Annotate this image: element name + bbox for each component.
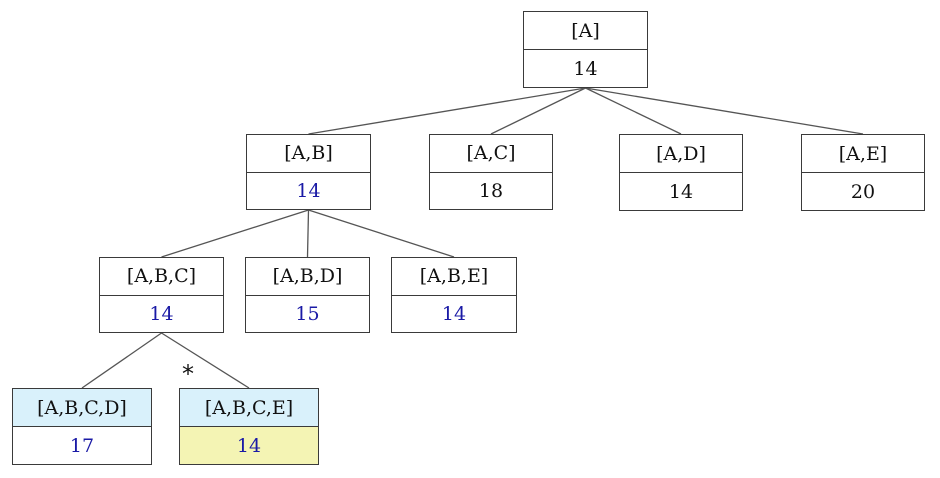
node-cost: 14: [149, 302, 174, 325]
node-a-b: [A,B] 14: [246, 134, 371, 210]
node-label: [A,E]: [802, 135, 924, 173]
node-a-b-e: [A,B,E] 14: [391, 257, 517, 333]
node-a-b-c: [A,B,C] 14: [99, 257, 224, 333]
edge-ab-abe: [308, 209, 455, 258]
node-label: [A,B]: [247, 135, 370, 173]
node-label: [A]: [524, 12, 647, 50]
node-cost: 14: [296, 179, 321, 202]
edge-a-ac: [490, 87, 586, 135]
edge-a-ae: [585, 87, 864, 135]
node-cost: 14: [573, 57, 598, 80]
node-cost: 18: [478, 179, 504, 202]
node-label: [A,B,D]: [246, 258, 369, 296]
optimal-marker: *: [182, 360, 194, 388]
node-cost: 20: [850, 180, 876, 203]
node-label: [A,D]: [620, 135, 742, 173]
edge-abc-abcd: [81, 332, 162, 389]
edge-abc-abce: [161, 332, 250, 389]
node-label: [A,B,C,D]: [13, 389, 151, 427]
node-a-d: [A,D] 14: [619, 134, 743, 211]
node-cost: 15: [295, 302, 320, 325]
node-label: [A,B,E]: [392, 258, 516, 296]
node-a-b-d: [A,B,D] 15: [245, 257, 370, 333]
node-a: [A] 14: [523, 11, 648, 88]
edge-ab-abd: [306, 209, 310, 258]
node-cost: 17: [69, 434, 95, 457]
node-cost: 14: [180, 427, 318, 464]
edge-a-ab: [308, 87, 586, 135]
node-a-e: [A,E] 20: [801, 134, 925, 211]
node-label: [A,B,C,E]: [180, 389, 318, 427]
edge-ab-abc: [161, 209, 309, 258]
node-a-b-c-e: [A,B,C,E] 14: [179, 388, 319, 465]
node-a-c: [A,C] 18: [429, 134, 553, 210]
node-cost: 14: [441, 302, 467, 325]
node-a-b-c-d: [A,B,C,D] 17: [12, 388, 152, 465]
node-cost: 14: [668, 180, 694, 203]
node-label: [A,B,C]: [100, 258, 223, 296]
edge-a-ad: [585, 87, 682, 135]
node-label: [A,C]: [430, 135, 552, 173]
